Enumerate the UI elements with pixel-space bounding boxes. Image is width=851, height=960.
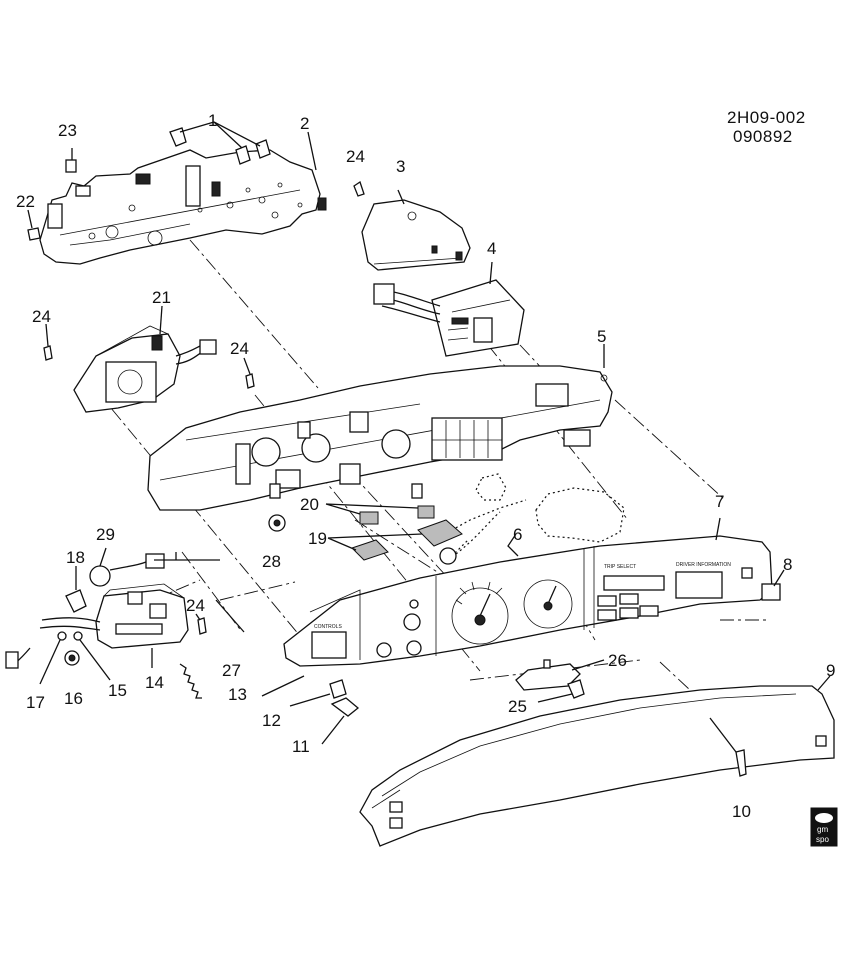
callout-19: 19 [308,529,327,548]
callout-1: 1 [208,111,217,130]
instrument-lens: CONTROLS TRIP SELECT DRIVER INFORMATION [283,517,773,667]
logo-line2: spo [816,835,829,844]
screw [43,345,53,361]
headlamp-switch [5,583,189,669]
callout-13: 13 [228,685,247,704]
callout-24c: 24 [230,339,249,358]
leader-lines [154,552,245,633]
clip [417,505,435,519]
callout-28: 28 [262,552,281,571]
screw [353,180,365,197]
callout-8: 8 [783,555,792,574]
screw [27,227,41,241]
bezel-screw [709,717,747,777]
callout-27: 27 [222,661,241,680]
callout-12: 12 [262,711,281,730]
callout-22: 22 [16,192,35,211]
callout-21: 21 [152,288,171,307]
callout-17: 17 [26,693,45,712]
callout-26: 26 [608,651,627,670]
callout-7: 7 [715,492,724,511]
bracket [329,679,347,699]
switch-knob [65,589,87,613]
gm-spo-logo: gm spo [810,807,838,847]
cluster-plate [361,189,471,271]
callout-29: 29 [96,525,115,544]
switch-assembly [515,659,605,703]
knob-nut [64,650,80,666]
callout-25: 25 [508,697,527,716]
lamp-socket [89,547,165,587]
controls-label: CONTROLS [314,624,342,630]
callout-23: 23 [58,121,77,140]
spring [179,663,202,699]
wire-harness [439,511,519,565]
callout-2: 2 [300,114,309,133]
callout-5: 5 [597,327,606,346]
drawing-code: 2H09-002 [727,108,806,127]
callout-18: 18 [66,548,85,567]
callout-14: 14 [145,673,164,692]
callout-16: 16 [64,689,83,708]
clip [761,583,781,601]
washer [57,631,67,641]
drawing-date: 090892 [733,127,793,146]
bracket [330,697,360,717]
screw [245,373,255,389]
circuit-board [39,149,327,265]
gauge-module [73,305,217,413]
callout-15: 15 [108,681,127,700]
callout-24b: 24 [32,307,51,326]
callout-20: 20 [300,495,319,514]
callout-9: 9 [826,661,835,680]
screw [197,617,207,635]
trim-bezel [359,675,835,847]
callout-11: 11 [292,737,310,756]
driver-info-label: DRIVER INFORMATION [676,562,731,568]
callout-10: 10 [732,802,751,821]
callout-24d: 24 [186,596,205,615]
callout-3: 3 [396,157,405,176]
ghost-circuit [433,473,625,543]
bulb-sockets [169,121,271,165]
callout-4: 4 [487,239,496,258]
driver-info-module [373,261,525,357]
callout-24a: 24 [346,147,365,166]
trip-label: TRIP SELECT [604,564,636,570]
clip [359,511,379,525]
pad [417,519,463,547]
cluster-housing [147,344,613,511]
callout-labels: 1 2 3 4 5 6 7 8 9 10 11 12 13 14 15 16 1… [16,111,835,821]
connector-clip [65,159,77,173]
pad [351,539,389,561]
callout-6: 6 [513,525,522,544]
washer [73,631,83,641]
nut [268,514,286,532]
logo-line1: gm [817,825,828,834]
